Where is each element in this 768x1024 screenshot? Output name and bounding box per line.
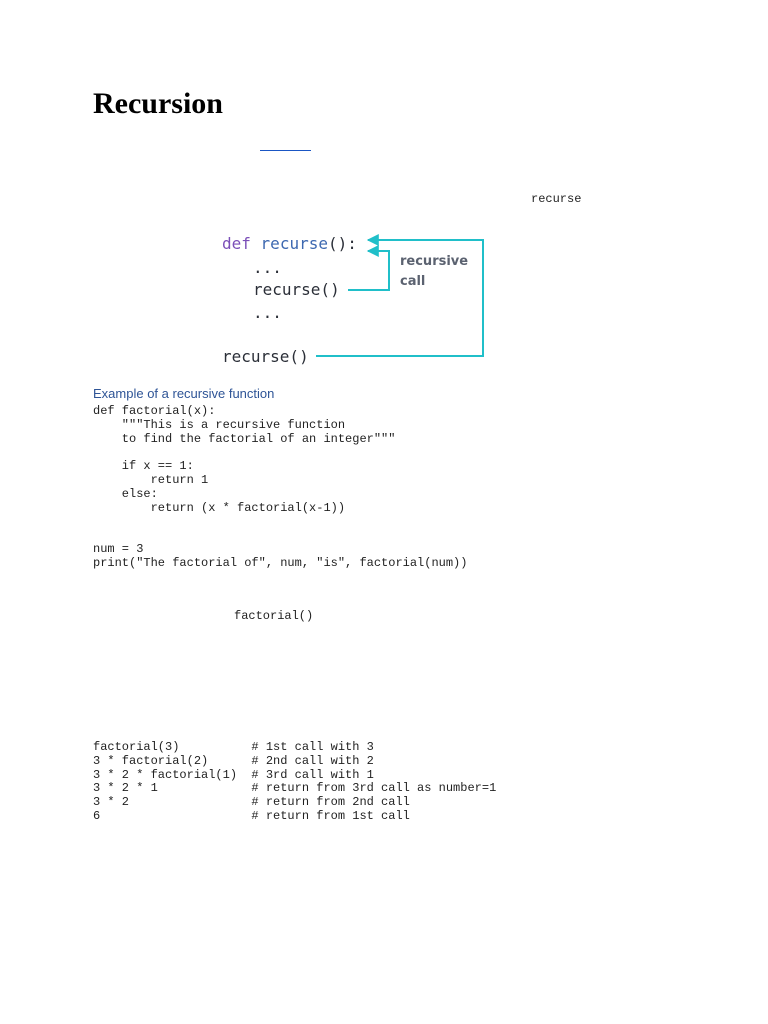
def-suffix: ():: [328, 234, 357, 253]
trace-line: factorial(3) # 1st call with 3: [93, 740, 374, 754]
code-line: [93, 446, 395, 460]
code-line: def factorial(x):: [93, 404, 216, 418]
inline-code-recurse: recurse: [531, 192, 582, 206]
def-function-name: recurse: [261, 234, 328, 253]
factorial-code-block: def factorial(x): """This is a recursive…: [93, 404, 396, 515]
outer-call-arrow: [316, 234, 484, 357]
code-line: """This is a recursive function: [93, 417, 346, 432]
trace-line: 3 * 2 # return from 2nd call: [93, 795, 410, 810]
code-line: if x == 1:: [93, 459, 194, 474]
diagram-ellipsis-1: ...: [253, 258, 282, 277]
def-keyword: def: [222, 234, 251, 253]
code-line: else:: [93, 486, 158, 501]
code-line: print("The factorial of", num, "is", fac…: [93, 555, 468, 570]
trace-line: 3 * 2 * 1 # return from 3rd call as numb…: [93, 781, 497, 796]
diagram-inner-call: recurse(): [253, 280, 340, 299]
diagram-outer-call: recurse(): [222, 347, 309, 366]
code-line: num = 3: [93, 542, 144, 556]
trace-line: 3 * factorial(2) # 2nd call with 2: [93, 753, 374, 768]
example-caption: Example of a recursive function: [93, 386, 275, 401]
diagram-ellipsis-2: ...: [253, 303, 282, 322]
diagram-def-line: def recurse():: [222, 234, 357, 253]
inline-code-factorial: factorial(): [234, 609, 314, 623]
code-line: to find the factorial of an integer""": [93, 431, 396, 446]
trace-line: 6 # return from 1st call: [93, 808, 410, 823]
recursive-call-label-line1: recursive: [400, 254, 468, 269]
page-title: Recursion: [93, 87, 223, 120]
inner-recursive-arrow: [348, 245, 390, 291]
recursive-call-label-line2: call: [400, 274, 425, 289]
code-line: return 1: [93, 472, 209, 487]
hyperlink-underline[interactable]: [260, 150, 311, 151]
code-line: return (x * factorial(x-1)): [93, 500, 346, 515]
recursion-diagram: def recurse(): ... recurse() ... recurse…: [222, 234, 484, 366]
trace-line: 3 * 2 * factorial(1) # 3rd call with 1: [93, 767, 374, 782]
